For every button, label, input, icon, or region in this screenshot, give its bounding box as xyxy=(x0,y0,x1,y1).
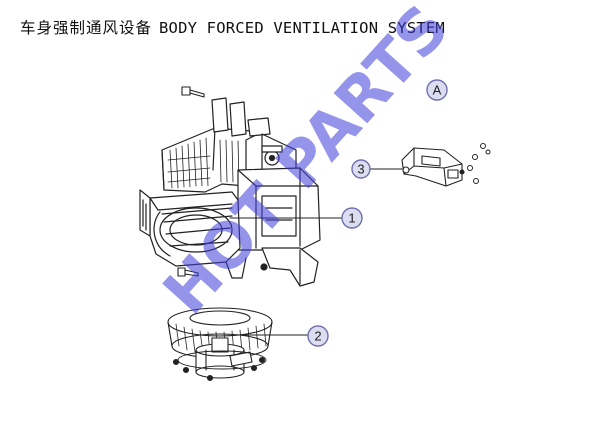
page-title: 车身强制通风设备 BODY FORCED VENTILATION SYSTEM xyxy=(20,16,445,38)
callout-2: 2 xyxy=(307,325,329,347)
callout-1-label: 1 xyxy=(348,211,355,226)
title-english: BODY FORCED VENTILATION SYSTEM xyxy=(159,19,445,37)
mounting-bracket xyxy=(401,147,465,187)
title-chinese: 车身强制通风设备 xyxy=(20,19,153,37)
callout-a-label: A xyxy=(433,83,442,98)
callout-2-label: 2 xyxy=(314,329,321,344)
bolt-top xyxy=(181,86,205,98)
callout-3: 3 xyxy=(351,159,371,179)
callout-3-label: 3 xyxy=(357,162,364,177)
bracket-screws xyxy=(467,143,491,184)
leader-lines xyxy=(229,168,403,336)
callout-a: A xyxy=(426,79,448,101)
bolt-side xyxy=(177,267,199,277)
blower-wheel-motor xyxy=(167,307,273,382)
callout-1: 1 xyxy=(341,207,363,229)
blower-housing-assembly xyxy=(139,97,321,287)
